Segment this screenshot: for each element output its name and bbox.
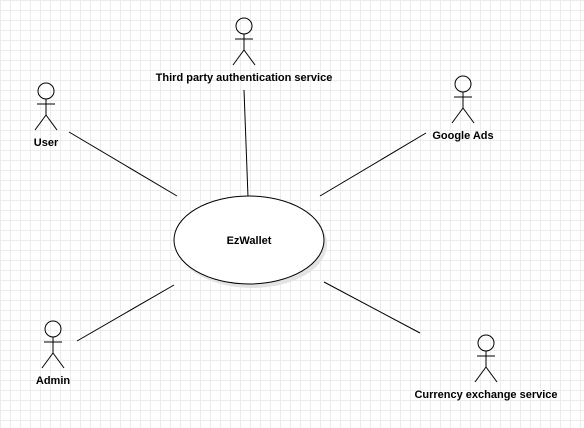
- stick-figure-icon: [41, 320, 65, 369]
- actor-user[interactable]: User: [34, 82, 59, 149]
- association-google-ads[interactable]: [319, 132, 427, 197]
- system-usecase[interactable]: EzWallet: [173, 195, 327, 288]
- actor-google-ads[interactable]: Google Ads: [432, 75, 494, 142]
- stick-figure-icon: [232, 17, 256, 66]
- actor-admin[interactable]: Admin: [36, 320, 71, 387]
- actor-admin-label: Admin: [36, 375, 71, 387]
- associations: [68, 89, 427, 342]
- actor-third-party-auth[interactable]: Third party authentication service: [156, 17, 333, 84]
- association-currency-exchange[interactable]: [323, 281, 421, 334]
- stick-figure-icon: [451, 75, 475, 124]
- association-admin[interactable]: [76, 284, 175, 342]
- usecase-label: EzWallet: [227, 235, 272, 247]
- stick-figure-icon: [474, 334, 498, 383]
- association-third-party-auth[interactable]: [243, 89, 249, 198]
- actor-user-label: User: [34, 137, 59, 149]
- actor-third-party-auth-label: Third party authentication service: [156, 72, 333, 84]
- actor-google-ads-label: Google Ads: [432, 130, 493, 142]
- usecase-ellipse[interactable]: [173, 195, 325, 285]
- association-user[interactable]: [68, 131, 178, 197]
- actor-currency-exchange[interactable]: Currency exchange service: [414, 334, 558, 401]
- actor-currency-exchange-label: Currency exchange service: [414, 389, 557, 401]
- stick-figure-icon: [34, 82, 58, 131]
